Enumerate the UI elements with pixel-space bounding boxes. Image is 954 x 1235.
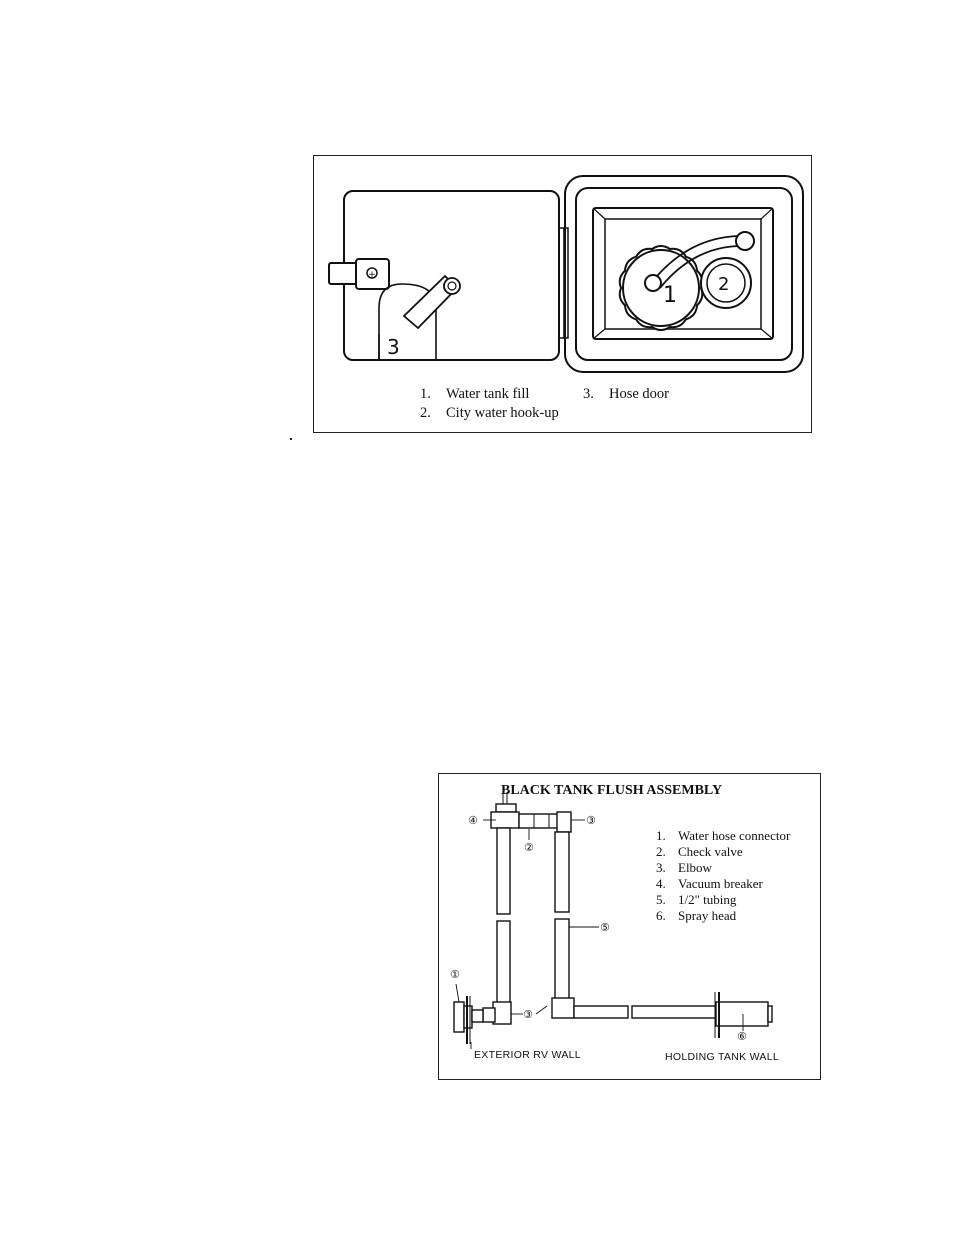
legend-item-2: 2.Check valve (656, 844, 743, 860)
legend-item-6: 6.Spray head (656, 908, 736, 924)
hinge (559, 228, 568, 338)
water-panel-drawing: + (314, 156, 811, 432)
tubing-left-upper (497, 828, 510, 914)
check-valve (519, 814, 559, 828)
tubing-left-lower (497, 921, 510, 1003)
tubing-right-upper (555, 832, 569, 912)
vacuum-breaker (491, 792, 519, 828)
flush-assembly-drawing: ④ ③ ② ⑤ ① ③ ⑥ (439, 774, 820, 1079)
callout-3-bottom: ③ (523, 1008, 533, 1021)
water-panel-figure: + (313, 155, 812, 433)
holding-tank-wall-label: HOLDING TANK WALL (665, 1051, 779, 1063)
elbow-bottom-right (552, 998, 574, 1018)
legend-item-4: 4.Vacuum breaker (656, 876, 763, 892)
tubing-horizontal-left (574, 1006, 628, 1018)
tubing-horizontal-right (632, 1006, 716, 1018)
callout-3-top: ③ (586, 814, 596, 827)
caption-item-3: 3.Hose door (583, 386, 669, 403)
callout-2: ② (524, 841, 534, 854)
stray-mark (290, 438, 292, 440)
legend-item-1: 1.Water hose connector (656, 828, 790, 844)
callout-1: 1 (663, 283, 677, 308)
caption-item-2: 2.City water hook-up (420, 405, 559, 422)
hose-door: + (329, 191, 559, 360)
callout-4: ④ (468, 814, 478, 827)
callout-3: 3 (387, 335, 400, 359)
exterior-wall-label: EXTERIOR RV WALL (474, 1049, 581, 1061)
legend-item-5: 5.1/2" tubing (656, 892, 736, 908)
caption-item-1: 1.Water tank fill (420, 386, 529, 403)
elbow-bottom-left (493, 1002, 511, 1024)
callout-6: ⑥ (737, 1030, 747, 1043)
callout-2: 2 (718, 274, 729, 295)
water-hose-connector (454, 996, 483, 1044)
callout-5: ⑤ (600, 921, 610, 934)
elbow-top (557, 812, 571, 832)
flush-assembly-figure: BLACK TANK FLUSH ASSEMBLY (438, 773, 821, 1080)
svg-text:+: + (368, 270, 376, 280)
legend-item-3: 3.Elbow (656, 860, 712, 876)
tubing-right-lower (555, 919, 569, 999)
callout-1: ① (450, 968, 460, 981)
